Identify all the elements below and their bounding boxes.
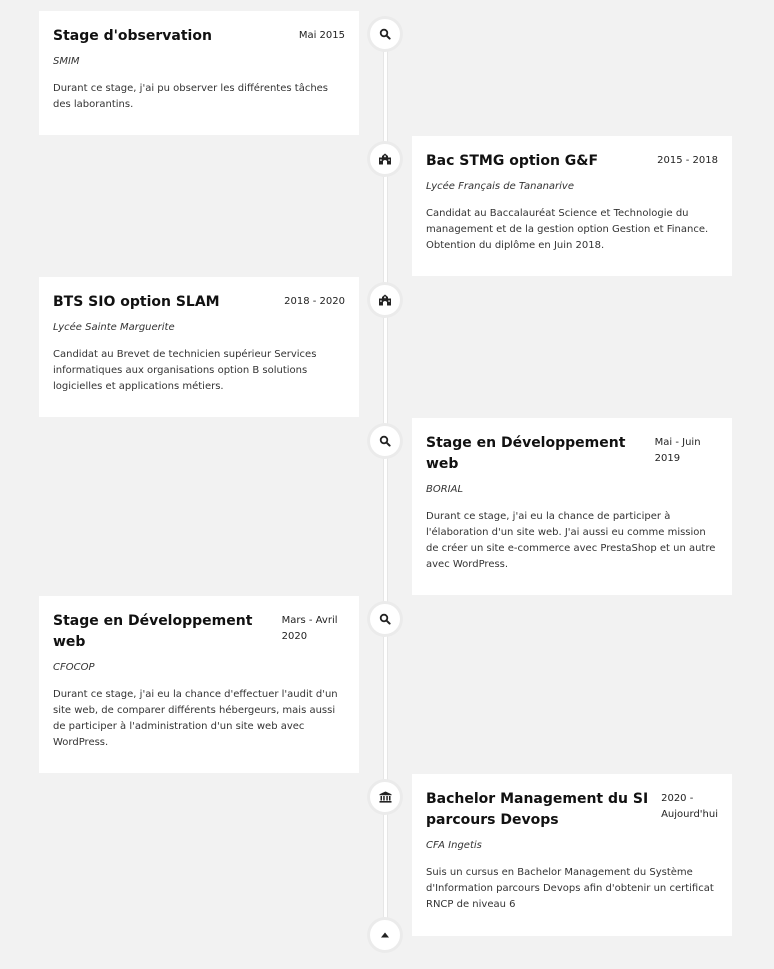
card-date: 2015 - 2018 xyxy=(657,155,718,166)
timeline-card: BTS SIO option SLAM 2018 - 2020 Lycée Sa… xyxy=(39,277,359,417)
card-title: Stage en Développement web xyxy=(426,435,626,472)
card-organization: CFA Ingetis xyxy=(426,840,482,851)
card-description: Durant ce stage, j'ai eu la chance d'eff… xyxy=(53,689,338,748)
timeline-card: Stage d'observation Mai 2015 SMIM Durant… xyxy=(39,11,359,135)
arrow-up-icon[interactable] xyxy=(370,920,400,950)
card-title: Stage en Développement web xyxy=(53,613,253,650)
card-organization: CFOCOP xyxy=(53,662,95,673)
card-description: Candidat au Brevet de technicien supérie… xyxy=(53,349,317,392)
timeline-line xyxy=(384,18,387,940)
card-date: Mai 2015 xyxy=(298,30,345,41)
card-date: 2018 - 2020 xyxy=(284,296,345,307)
card-organization: BORIAL xyxy=(426,484,464,495)
card-organization: Lycée Sainte Marguerite xyxy=(53,322,175,333)
timeline-card: Bac STMG option G&F 2015 - 2018 Lycée Fr… xyxy=(412,136,732,276)
university-icon xyxy=(370,782,400,812)
timeline-card: Stage en Développement web Mars - Avril … xyxy=(39,596,359,773)
card-date: 2020 - Aujourd'hui xyxy=(661,793,718,820)
card-organization: Lycée Français de Tananarive xyxy=(426,181,574,192)
timeline-card: Stage en Développement web Mai - Juin 20… xyxy=(412,418,732,595)
card-description: Durant ce stage, j'ai pu observer les di… xyxy=(53,83,329,110)
card-description: Durant ce stage, j'ai eu la chance de pa… xyxy=(426,511,716,570)
card-title: Bachelor Management du SI parcours Devop… xyxy=(426,791,649,828)
card-date: Mai - Juin 2019 xyxy=(654,437,701,464)
card-date: Mars - Avril 2020 xyxy=(281,615,338,642)
card-title: Bac STMG option G&F xyxy=(426,153,599,169)
search-icon xyxy=(370,19,400,49)
school-icon xyxy=(370,285,400,315)
card-organization: SMIM xyxy=(53,56,80,67)
card-title: BTS SIO option SLAM xyxy=(53,294,220,310)
card-description: Candidat au Baccalauréat Science et Tech… xyxy=(426,208,709,251)
search-icon xyxy=(370,604,400,634)
timeline-card: Bachelor Management du SI parcours Devop… xyxy=(412,774,732,936)
search-icon xyxy=(370,426,400,456)
card-title: Stage d'observation xyxy=(53,28,212,44)
card-description: Suis un cursus en Bachelor Management du… xyxy=(426,867,714,910)
school-icon xyxy=(370,144,400,174)
